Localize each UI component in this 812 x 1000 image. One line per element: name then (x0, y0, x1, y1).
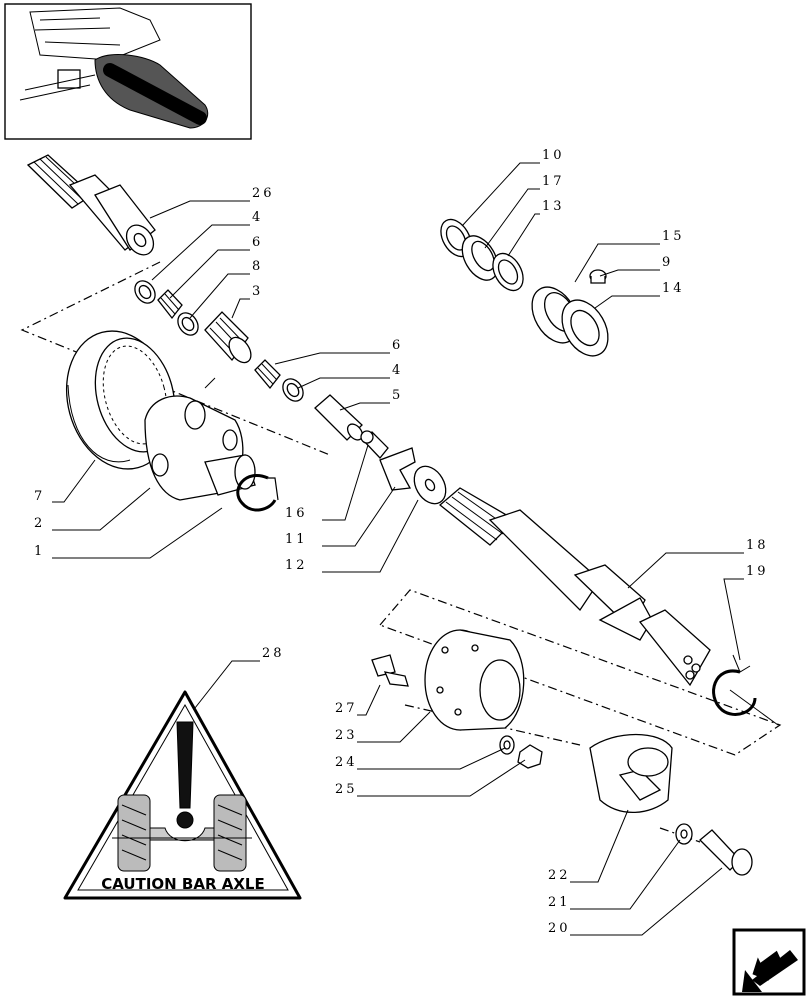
leader-line-c20 (570, 867, 723, 936)
leader-line-c9 (599, 269, 660, 277)
callout-number-c19: 19 (746, 564, 769, 579)
callout-number-c7: 7 (34, 489, 45, 504)
leader-line-c21 (570, 839, 681, 910)
callout-number-c4b: 4 (392, 363, 403, 378)
pinion-shaft-26 (26, 154, 156, 256)
callout-number-c14: 14 (662, 281, 685, 296)
callout-number-c10: 10 (542, 148, 565, 163)
callout-number-c27: 27 (335, 701, 358, 716)
leader-line-c27 (357, 684, 381, 716)
bearing-17 (461, 235, 499, 281)
leader-line-c8 (189, 273, 250, 319)
nut-25 (517, 744, 543, 769)
leader-line-c16 (322, 444, 369, 521)
stud-27 (371, 654, 409, 687)
exclamation-icon (176, 721, 194, 809)
leader-line-c17 (484, 188, 540, 249)
bolt-16 (360, 430, 389, 459)
leader-line-c1 (52, 507, 223, 559)
callout-number-c12: 12 (285, 558, 308, 573)
callout-number-c1: 1 (34, 544, 45, 559)
leader-line-c7 (52, 459, 96, 503)
bolt-20 (699, 829, 753, 876)
assembly-guide-lower (379, 589, 782, 756)
callout-number-c17: 17 (542, 174, 565, 189)
leader-line-c24 (357, 747, 506, 770)
exclamation-dot (176, 811, 194, 829)
washer-4-lower (282, 378, 304, 402)
leader-line-c6a (169, 249, 250, 299)
seal-14 (561, 299, 609, 357)
callout-number-c24: 24 (335, 755, 358, 770)
callout-number-c15: 15 (662, 229, 685, 244)
callout-number-c3: 3 (252, 284, 263, 299)
callout-number-c8: 8 (252, 259, 263, 274)
leader-line-c13 (507, 213, 540, 257)
leader-line-c6b (274, 352, 390, 365)
thrust-block-11 (379, 447, 416, 491)
leader-line-c5 (339, 402, 390, 411)
leader-line-c10 (461, 162, 540, 227)
callout-labels: 2646836451017131591472116111218192827232… (34, 148, 769, 936)
washer-4-upper (134, 280, 156, 304)
callout-number-c4a: 4 (252, 210, 263, 225)
seal-13 (492, 252, 524, 292)
thrust-washer-12 (413, 465, 447, 505)
callout-number-c25: 25 (335, 782, 358, 797)
callout-number-c23: 23 (335, 728, 358, 743)
washer-24 (499, 735, 515, 755)
callout-number-c16: 16 (285, 506, 308, 521)
planet-pin-5 (314, 394, 364, 441)
callout-number-c13: 13 (542, 199, 565, 214)
washer-21 (675, 823, 693, 845)
leader-line-c3 (231, 298, 250, 319)
axle-shaft-18 (438, 487, 711, 687)
planet-carrier-2 (144, 395, 256, 501)
leader-line-c2 (52, 487, 151, 531)
plug-9 (589, 269, 607, 284)
leader-line-c26 (149, 200, 250, 219)
callout-number-c11: 11 (285, 532, 308, 547)
next-page-arrow-icon[interactable] (732, 928, 806, 996)
leader-line-c18 (627, 552, 744, 589)
callout-number-c21: 21 (548, 895, 571, 910)
leader-line-c4b (297, 377, 390, 389)
circlip-19 (712, 654, 779, 726)
leader-line-c15 (574, 243, 660, 283)
location-inset (4, 3, 252, 140)
warning-decal-28: CAUTION BAR AXLE (63, 690, 302, 900)
planet-gear-3 (204, 311, 252, 364)
warning-caption: CAUTION BAR AXLE (101, 875, 264, 893)
assembly-guide-upper (20, 261, 331, 456)
callout-number-c18: 18 (746, 538, 769, 553)
clamp-cone-22 (589, 733, 673, 813)
callout-number-c5: 5 (392, 388, 403, 403)
callout-number-c28: 28 (262, 646, 285, 661)
spacer-8 (177, 312, 199, 336)
leader-line-c12 (322, 499, 419, 573)
callout-number-c20: 20 (548, 921, 571, 936)
callout-number-c6b: 6 (392, 338, 403, 353)
callout-number-c9: 9 (662, 255, 673, 270)
leader-line-c28 (194, 660, 260, 709)
leader-line-c11 (322, 486, 396, 547)
callout-number-c26: 26 (252, 186, 275, 201)
callout-number-c22: 22 (548, 868, 571, 883)
snap-ring-1 (236, 474, 279, 512)
leader-line-c19 (723, 578, 744, 661)
leader-line-c14 (594, 295, 660, 309)
callout-number-c2: 2 (34, 516, 45, 531)
needle-bearing-6-lower (254, 359, 281, 390)
wheel-hub-23 (424, 629, 525, 731)
callout-number-c6a: 6 (252, 235, 263, 250)
leader-line-c22 (570, 809, 629, 883)
leader-line-c23 (357, 711, 431, 743)
leader-line-c4a (151, 224, 250, 281)
needle-bearing-6-upper (157, 289, 183, 320)
leader-line-c25 (357, 759, 526, 797)
